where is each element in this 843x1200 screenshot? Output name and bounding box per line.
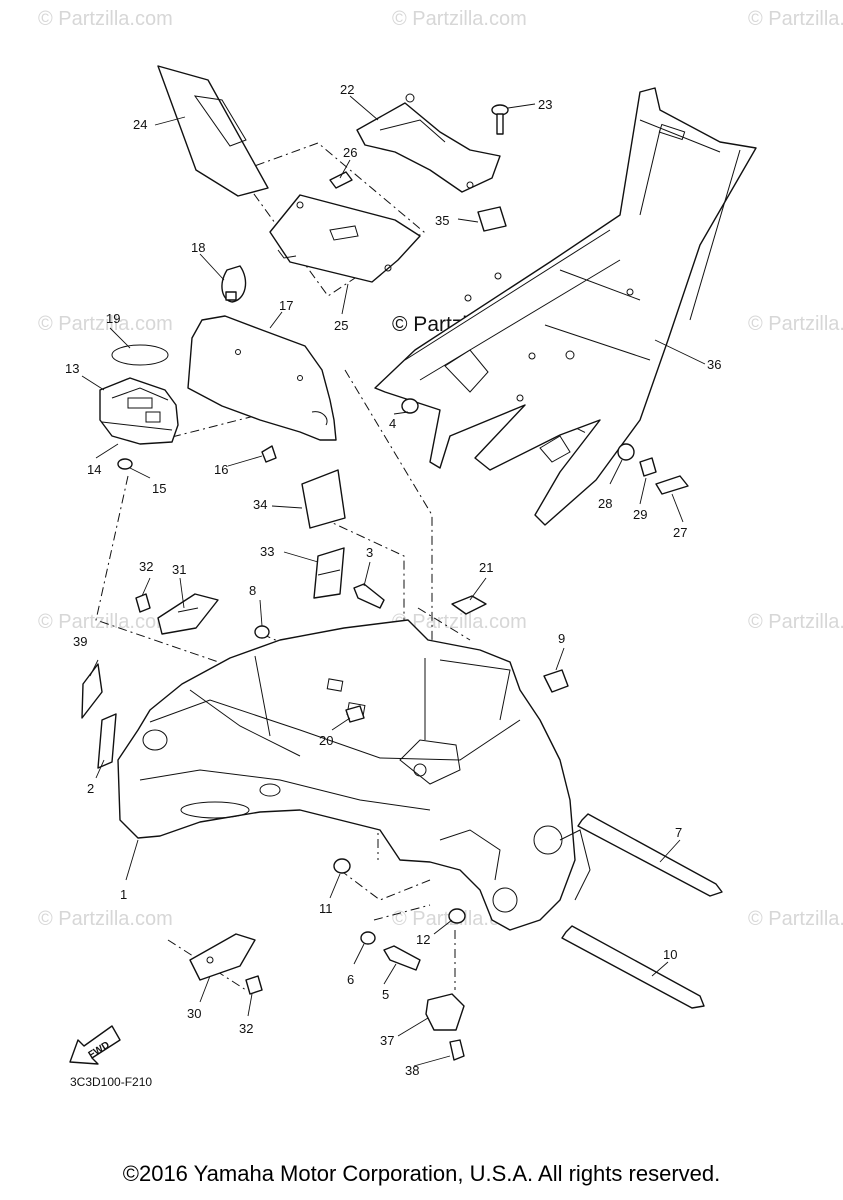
part-37-bracket [425, 993, 465, 1031]
watermarks: © Partzilla.com © Partzilla.com © Partzi… [38, 8, 843, 930]
part-20-nut [345, 705, 365, 723]
part-35-sticker [477, 206, 507, 232]
callout-35: 35 [435, 213, 449, 228]
part-19-ring [111, 344, 169, 366]
callout-10: 10 [663, 947, 677, 962]
callout-9: 9 [558, 631, 565, 646]
part-5-bolt [383, 945, 421, 971]
callout-34: 34 [253, 497, 267, 512]
callout-14: 14 [87, 462, 101, 477]
part-25-bracket-plate [269, 194, 421, 283]
callout-30: 30 [187, 1006, 201, 1021]
part-10-bolt [561, 925, 705, 1009]
watermark: © Partzilla.com [392, 8, 527, 30]
part-3-bolt [353, 583, 385, 609]
callout-26: 26 [343, 145, 357, 160]
part-27-bolt [655, 475, 689, 495]
callout-17: 17 [279, 298, 293, 313]
watermark: © Partzilla.com [748, 8, 843, 30]
callout-32b: 32 [239, 1021, 253, 1036]
part-17-cover [187, 315, 337, 441]
watermark: © Partzilla.com [38, 8, 173, 30]
callout-12: 12 [416, 932, 430, 947]
callout-22: 22 [340, 82, 354, 97]
leader-lines [81, 95, 706, 1067]
callout-27: 27 [673, 525, 687, 540]
part-29-collar [639, 457, 657, 477]
callout-32: 32 [139, 559, 153, 574]
callout-8: 8 [249, 583, 256, 598]
part-16-fastener [261, 445, 277, 463]
callout-11: 11 [319, 901, 333, 916]
part-8-nut [254, 625, 270, 639]
watermark: © Partzilla.com [38, 611, 173, 633]
part-15-grommet [117, 458, 133, 470]
callout-21: 21 [479, 560, 493, 575]
part-11-nut [333, 858, 351, 874]
callout-20: 20 [319, 733, 333, 748]
callout-24: 24 [133, 117, 147, 132]
part-32-bolt [135, 593, 151, 613]
part-22-bracket [356, 93, 501, 193]
callout-23: 23 [538, 97, 552, 112]
part-24-plate [157, 65, 269, 197]
copyright-notice: ©2016 Yamaha Motor Corporation, U.S.A. A… [122, 1161, 721, 1186]
watermark: © Partzilla.com [748, 611, 843, 633]
callout-36: 36 [707, 357, 721, 372]
watermark: © Partzilla.com [38, 908, 173, 930]
watermark: © Partzilla.com [748, 313, 843, 335]
callout-25: 25 [334, 318, 348, 333]
part-26-label [329, 171, 353, 189]
part-4-nut [401, 398, 419, 414]
part-9-collar [543, 669, 569, 693]
callout-19: 19 [106, 311, 120, 326]
watermark: © Partzilla.com [392, 611, 527, 633]
callout-2: 2 [87, 781, 94, 796]
callout-4: 4 [389, 416, 396, 431]
part-32-bolt [245, 975, 263, 995]
callout-38: 38 [405, 1063, 419, 1078]
callout-31: 31 [172, 562, 186, 577]
callout-3: 3 [366, 545, 373, 560]
part-28-collar [617, 443, 635, 461]
part-12-collar [448, 908, 466, 924]
watermark: © Partzilla.com [748, 908, 843, 930]
callout-13: 13 [65, 361, 79, 376]
part-23-bolt [491, 104, 509, 135]
part-36-rear-subframe [374, 87, 757, 526]
callout-18: 18 [191, 240, 205, 255]
part-21-bracket [451, 595, 487, 615]
fwd-arrow-icon: FWD [69, 1025, 121, 1065]
part-13-14-fuse-box [99, 377, 179, 445]
callout-5: 5 [382, 987, 389, 1002]
callout-33: 33 [260, 544, 274, 559]
callout-6: 6 [347, 972, 354, 987]
part-7-bolt [577, 813, 723, 897]
callouts: 1 2 3 4 5 6 7 8 9 10 11 12 13 14 15 16 1… [65, 82, 721, 1078]
part-1-main-frame [117, 619, 591, 931]
callout-15: 15 [152, 481, 166, 496]
part-31-bracket [157, 593, 219, 635]
callout-16: 16 [214, 462, 228, 477]
callout-28: 28 [598, 496, 612, 511]
callout-39: 39 [73, 634, 87, 649]
callout-1: 1 [120, 887, 127, 902]
callout-7: 7 [675, 825, 682, 840]
part-6-washer [360, 931, 376, 945]
part-34-sticker [301, 469, 346, 529]
part-38-bolt [449, 1039, 465, 1061]
diagram-code: 3C3D100-F210 [70, 1075, 152, 1089]
part-2-sticker [97, 713, 117, 769]
part-18-clamp [221, 265, 247, 303]
callout-29: 29 [633, 507, 647, 522]
part-30-bracket [189, 933, 256, 981]
callout-37: 37 [380, 1033, 394, 1048]
watermark: © Partzilla.com [38, 313, 173, 335]
